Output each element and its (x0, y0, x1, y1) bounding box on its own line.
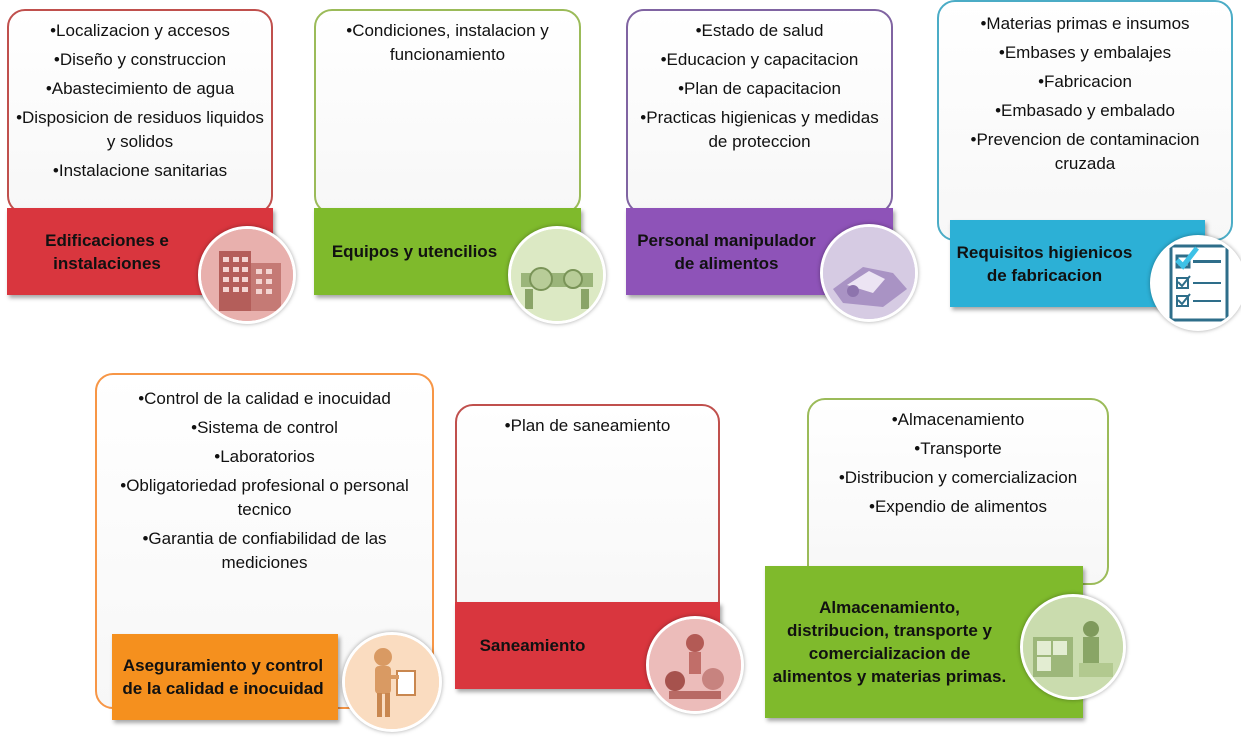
inspector-figure-icon (342, 632, 442, 732)
list-item: Plan de capacitacion (634, 77, 885, 101)
list-item: Condiciones, instalacion y funcionamient… (322, 19, 573, 67)
list-item: Obligatoriedad profesional o personal te… (103, 474, 426, 522)
card-almacenamiento-list: Almacenamiento Transporte Distribucion y… (815, 408, 1101, 519)
list-item: Practicas higienicas y medidas de protec… (634, 106, 885, 154)
label-almacenamiento-text: Almacenamiento, distribucion, transporte… (772, 598, 1007, 686)
label-equipos-text: Equipos y utencilios (331, 242, 498, 261)
list-item: Prevencion de contaminacion cruzada (945, 128, 1225, 176)
list-item: Plan de saneamiento (463, 414, 712, 438)
label-edificaciones-text: Edificaciones e instalaciones (45, 230, 169, 273)
card-requisitos-list: Materias primas e insumos Embases y emba… (945, 12, 1225, 176)
hands-icon (820, 224, 918, 322)
card-aseguramiento-list: Control de la calidad e inocuidad Sistem… (103, 387, 426, 575)
list-item: Localizacion y accesos (15, 19, 265, 43)
checklist-icon (1150, 235, 1241, 331)
list-item: Diseño y construccion (15, 48, 265, 72)
card-saneamiento-list: Plan de saneamiento (463, 414, 712, 438)
label-aseguramiento-text: Aseguramiento y control de la calidad e … (122, 656, 324, 698)
machinery-icon (508, 226, 606, 324)
list-item: Disposicion de residuos liquidos y solid… (15, 106, 265, 154)
list-item: Distribucion y comercializacion (815, 466, 1101, 490)
card-edificaciones: Localizacion y accesos Diseño y construc… (7, 9, 273, 214)
card-requisitos: Materias primas e insumos Embases y emba… (937, 0, 1233, 241)
label-personal-text: Personal manipulador de alimentos (637, 230, 816, 273)
label-aseguramiento: Aseguramiento y control de la calidad e … (112, 634, 338, 720)
list-item: Laboratorios (103, 445, 426, 469)
warehouse-icon (1020, 594, 1126, 700)
list-item: Fabricacion (945, 70, 1225, 94)
label-requisitos-text: Requisitos higienicos de fabricacion (956, 242, 1133, 285)
list-item: Control de la calidad e inocuidad (103, 387, 426, 411)
card-saneamiento: Plan de saneamiento (455, 404, 720, 619)
list-item: Embases y embalajes (945, 41, 1225, 65)
sanitation-icon (646, 616, 744, 714)
list-item: Estado de salud (634, 19, 885, 43)
list-item: Sistema de control (103, 416, 426, 440)
card-personal-list: Estado de salud Educacion y capacitacion… (634, 19, 885, 154)
list-item: Expendio de alimentos (815, 495, 1101, 519)
list-item: Embasado y embalado (945, 99, 1225, 123)
list-item: Transporte (815, 437, 1101, 461)
label-saneamiento-text: Saneamiento (479, 636, 586, 655)
list-item: Abastecimiento de agua (15, 77, 265, 101)
list-item: Almacenamiento (815, 408, 1101, 432)
building-icon (198, 226, 296, 324)
card-equipos: Condiciones, instalacion y funcionamient… (314, 9, 581, 214)
list-item: Materias primas e insumos (945, 12, 1225, 36)
card-edificaciones-list: Localizacion y accesos Diseño y construc… (15, 19, 265, 183)
list-item: Instalacione sanitarias (15, 159, 265, 183)
card-almacenamiento: Almacenamiento Transporte Distribucion y… (807, 398, 1109, 585)
card-personal: Estado de salud Educacion y capacitacion… (626, 9, 893, 214)
list-item: Garantia de confiabilidad de las medicio… (103, 527, 426, 575)
card-equipos-list: Condiciones, instalacion y funcionamient… (322, 19, 573, 67)
list-item: Educacion y capacitacion (634, 48, 885, 72)
